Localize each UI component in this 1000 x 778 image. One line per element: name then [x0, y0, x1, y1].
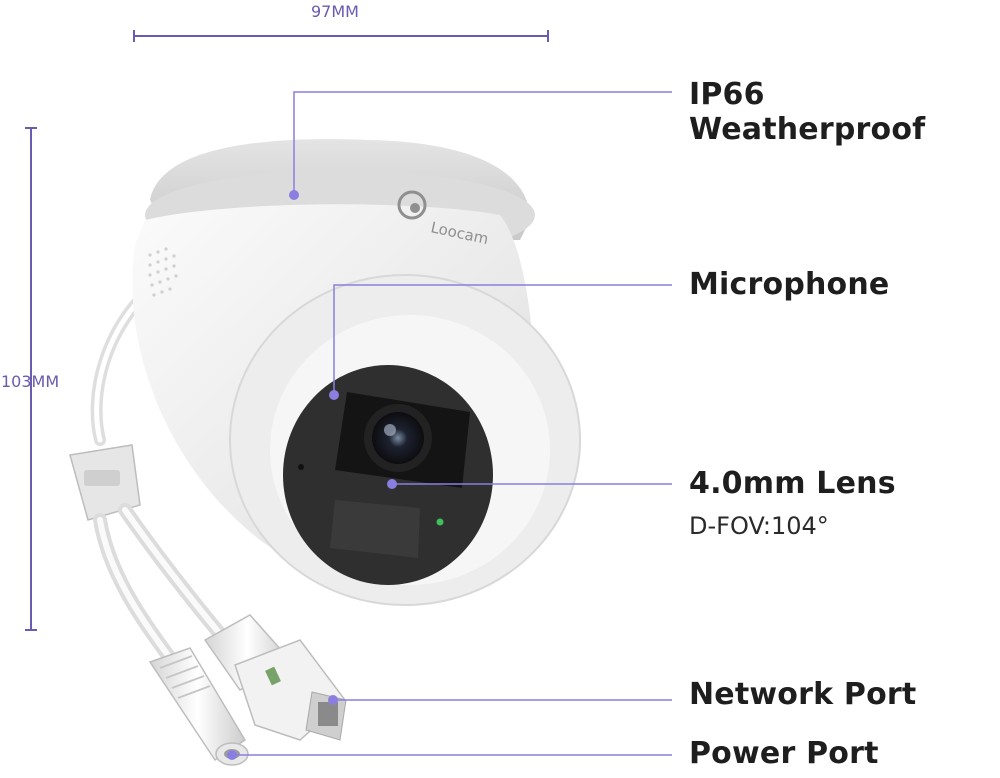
- height-dimension-label: 103MM: [1, 372, 60, 391]
- callout-dot-microphone: [329, 390, 339, 400]
- power-connector: [148, 647, 249, 766]
- feature-title-lens: 4.0mm Lens: [689, 466, 896, 501]
- callout-dot-weatherproof: [289, 190, 299, 200]
- feature-subtitle-lens-fov: D-FOV:104°: [689, 512, 829, 540]
- feature-title-weatherproof: IP66 Weatherproof: [689, 77, 926, 147]
- callout-dot-power: [227, 750, 237, 760]
- camera-body: [132, 139, 581, 606]
- feature-title-microphone: Microphone: [689, 267, 890, 302]
- callout-line-weatherproof: [293, 91, 672, 195]
- callout-dot-network: [328, 695, 338, 705]
- cable-assembly: [69, 274, 347, 766]
- feature-title-network-port: Network Port: [689, 677, 917, 712]
- width-dimension-label: 97MM: [311, 2, 359, 21]
- feature-title-power-port: Power Port: [689, 736, 879, 771]
- callout-line-microphone: [333, 284, 672, 395]
- height-dimension-line: [25, 127, 37, 631]
- width-dimension-line: [133, 30, 549, 42]
- callout-dot-lens: [387, 479, 397, 489]
